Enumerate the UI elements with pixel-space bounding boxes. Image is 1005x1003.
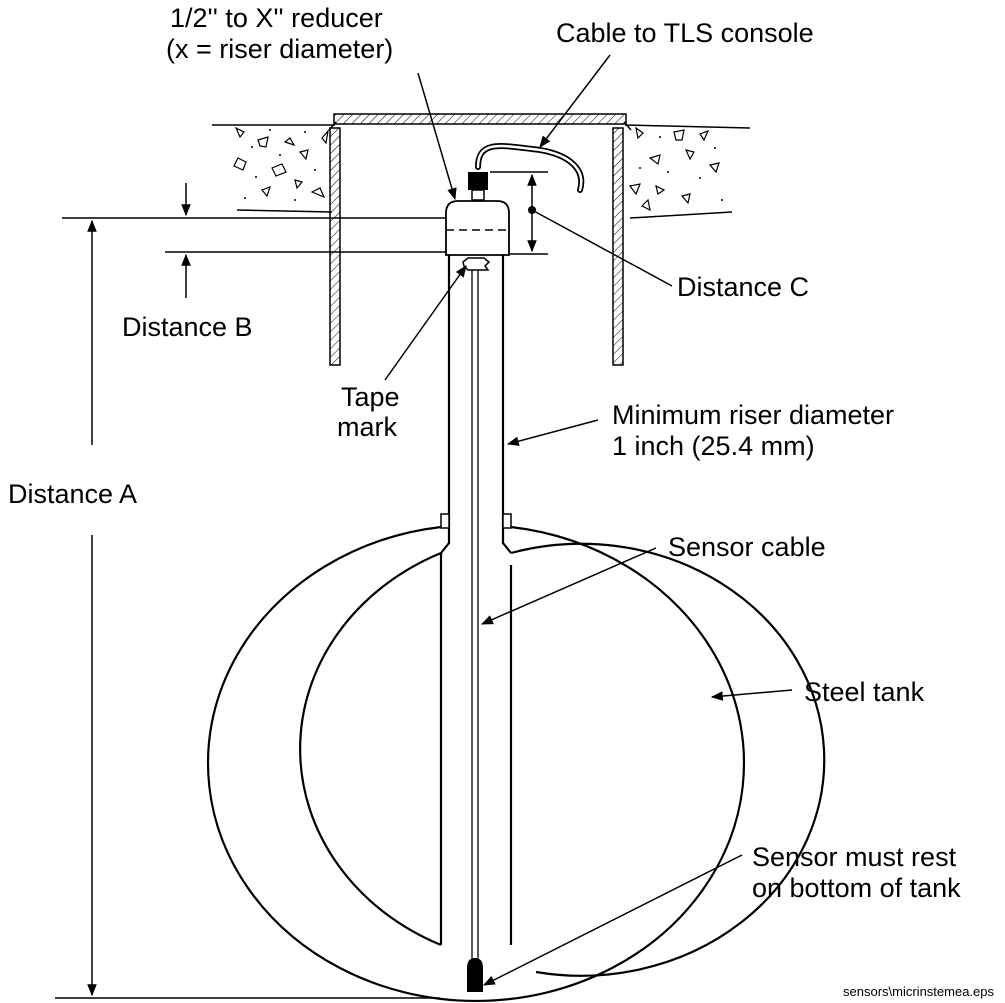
sensor-rest-label-line2: on bottom of tank bbox=[752, 873, 961, 903]
cable-console-label: Cable to TLS console bbox=[556, 18, 814, 48]
dimension-a bbox=[55, 217, 446, 999]
sensor-cable-label: Sensor cable bbox=[668, 532, 826, 562]
steel-tank-label: Steel tank bbox=[804, 677, 925, 707]
concrete-fill-right bbox=[628, 126, 720, 212]
concrete-fill-left bbox=[233, 126, 329, 199]
sensor-probe bbox=[467, 270, 483, 992]
labels: 1/2'' to X'' reducer (x = riser diameter… bbox=[8, 3, 994, 999]
sensor-rest-label-line1: Sensor must rest bbox=[752, 842, 957, 872]
manhole bbox=[328, 113, 632, 366]
steel-tank bbox=[206, 525, 826, 1002]
tape-mark-label-line1: Tape bbox=[341, 382, 400, 412]
console-cable bbox=[475, 143, 585, 193]
distance-c-label: Distance C bbox=[677, 272, 809, 302]
dimension-b bbox=[165, 183, 446, 298]
reducer bbox=[445, 172, 510, 256]
distance-a-label: Distance A bbox=[8, 479, 137, 509]
distance-b-label: Distance B bbox=[122, 312, 253, 342]
reducer-label-line2: (x = riser diameter) bbox=[166, 34, 393, 64]
ground bbox=[212, 124, 751, 219]
tape-mark-label-line2: mark bbox=[337, 412, 397, 442]
min-riser-label-line2: 1 inch (25.4 mm) bbox=[612, 431, 815, 461]
riser-pipe bbox=[440, 255, 512, 554]
min-riser-label-line1: Minimum riser diameter bbox=[612, 400, 894, 430]
file-name-label: sensors\micrinstemea.eps bbox=[843, 984, 994, 999]
leader-lines bbox=[384, 54, 793, 986]
reducer-label-line1: 1/2'' to X'' reducer bbox=[170, 3, 383, 33]
